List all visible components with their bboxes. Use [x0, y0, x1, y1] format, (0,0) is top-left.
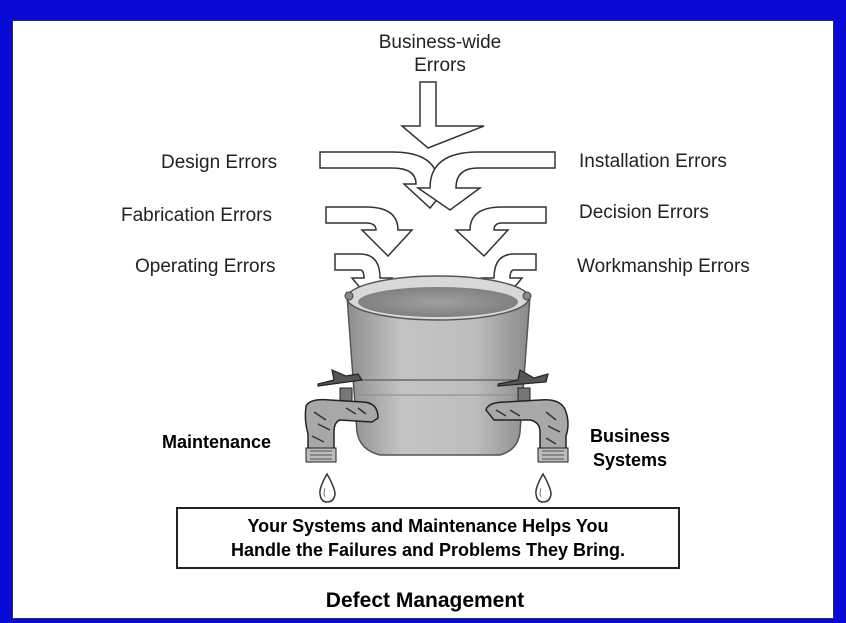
water-drop-icon-left: [319, 472, 336, 503]
business-systems-line2: Systems: [592, 450, 668, 470]
water-drop-icon-right: [535, 472, 552, 503]
label-fabrication-errors: Fabrication Errors: [121, 205, 272, 226]
arrow-icon-design: [319, 151, 452, 210]
top-label-line2: Errors: [414, 55, 466, 76]
label-decision-errors: Decision Errors: [579, 202, 709, 223]
arrow-icon-top: [399, 81, 485, 149]
label-design-errors: Design Errors: [161, 152, 278, 173]
top-label: Business-wide Errors: [360, 31, 520, 77]
top-label-line1: Business-wide: [378, 32, 502, 53]
faucet-icon-right: [485, 369, 569, 463]
caption-box: Your Systems and Maintenance Helps You H…: [176, 507, 680, 569]
label-operating-errors: Operating Errors: [135, 256, 276, 277]
footer-title: Defect Management: [325, 589, 525, 612]
label-business-systems: Business Systems: [580, 424, 680, 472]
arrow-icon-installation: [415, 151, 556, 211]
arrow-icon-decision: [454, 206, 547, 258]
label-maintenance: Maintenance: [162, 432, 272, 452]
label-installation-errors: Installation Errors: [579, 151, 727, 172]
arrow-icon-fabrication: [325, 206, 414, 258]
caption-line2: Handle the Failures and Problems They Br…: [230, 540, 626, 560]
label-workmanship-errors: Workmanship Errors: [577, 256, 750, 277]
caption-line1: Your Systems and Maintenance Helps You: [247, 516, 609, 536]
faucet-icon-left: [304, 368, 379, 463]
business-systems-line1: Business: [589, 426, 671, 446]
bucket-icon: [344, 275, 532, 456]
